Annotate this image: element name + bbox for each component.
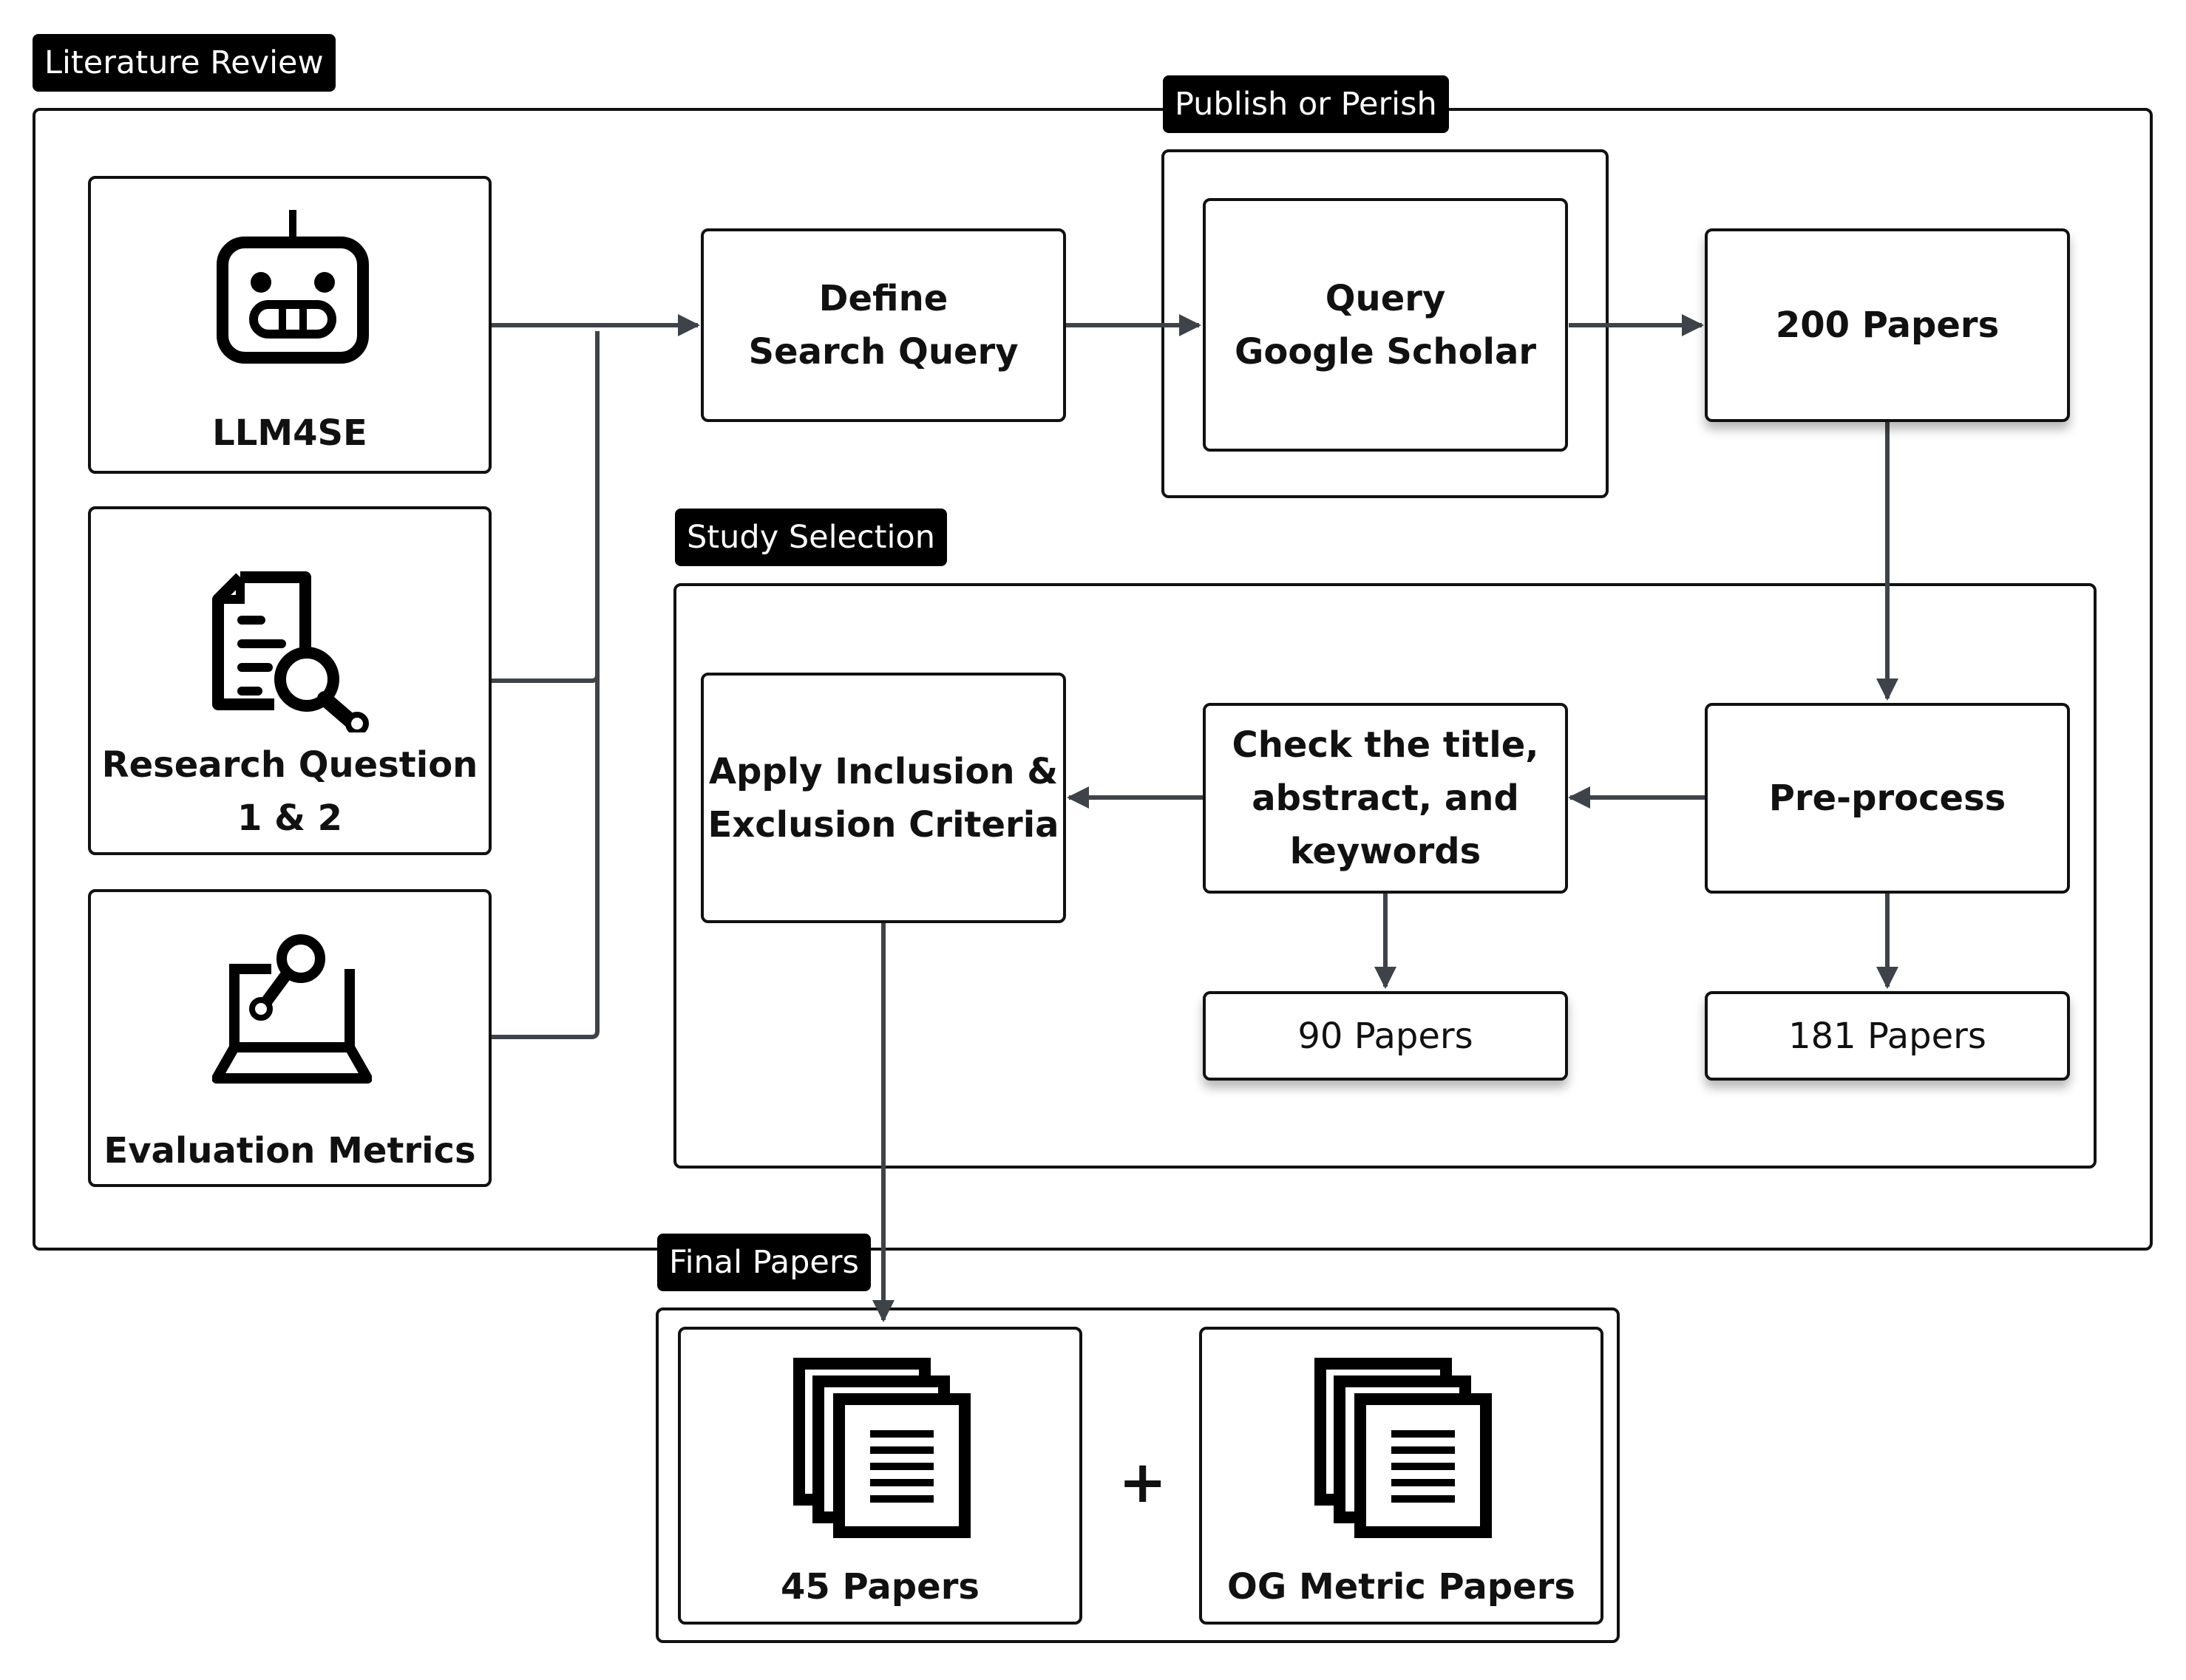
study-selection-frame — [673, 583, 2097, 1169]
query-google-scholar-box: Query Google Scholar — [1203, 198, 1568, 452]
og-metric-papers-label: OG Metric Papers — [1227, 1566, 1575, 1608]
define-search-query-line2: Search Query — [748, 331, 1019, 373]
literature-review-frame — [33, 108, 2153, 1251]
research-question-label-line2: 1 & 2 — [237, 798, 343, 839]
check-title-line2: abstract, and — [1252, 778, 1519, 819]
papers-stack-icon — [793, 1358, 971, 1538]
research-question-label-line1: Research Question — [101, 744, 478, 786]
papers-200-box: 200 Papers — [1705, 228, 2070, 422]
papers-181-box: 181 Papers — [1705, 991, 2070, 1081]
check-title-line1: Check the title, — [1232, 724, 1539, 766]
og-metric-papers-box: OG Metric Papers — [1199, 1327, 1603, 1625]
define-search-query-box: Define Search Query — [701, 228, 1066, 422]
final-papers-frame — [656, 1307, 1620, 1643]
papers-90-box: 90 Papers — [1203, 991, 1568, 1081]
define-search-query-line1: Define — [818, 278, 948, 319]
final-papers-tag: Final Papers — [657, 1234, 871, 1291]
apply-criteria-line1: Apply Inclusion & — [708, 750, 1059, 792]
llm4se-box: LLM4SE — [88, 176, 492, 474]
query-google-scholar-line2: Google Scholar — [1234, 330, 1537, 373]
check-title-line3: keywords — [1289, 831, 1481, 872]
apply-criteria-box: Apply Inclusion & Exclusion Criteria — [701, 673, 1066, 923]
document-search-icon — [212, 571, 369, 732]
query-google-scholar-line1: Query — [1325, 277, 1446, 319]
publish-or-perish-tag: Publish or Perish — [1163, 75, 1449, 133]
connector-research-question — [491, 331, 600, 683]
papers-45-label: 45 Papers — [781, 1566, 980, 1608]
literature-review-tag: Literature Review — [33, 34, 336, 92]
llm4se-label: LLM4SE — [212, 412, 367, 454]
apply-criteria-line2: Exclusion Criteria — [707, 803, 1059, 846]
study-selection-tag: Study Selection — [675, 509, 947, 566]
robot-icon — [217, 210, 369, 364]
papers-45-box: 45 Papers — [678, 1327, 1082, 1625]
evaluation-metrics-box: Evaluation Metrics — [88, 889, 492, 1187]
research-question-box: Research Question 1 & 2 — [88, 506, 492, 855]
pre-process-box: Pre-process — [1705, 703, 2070, 894]
connector-evaluation-metrics — [491, 331, 600, 1039]
papers-stack-icon — [1314, 1358, 1492, 1538]
evaluation-metrics-label: Evaluation Metrics — [103, 1130, 476, 1171]
plus-sign: + — [1119, 1449, 1167, 1516]
laptop-search-icon — [212, 934, 372, 1084]
check-title-box: Check the title, abstract, and keywords — [1203, 703, 1568, 894]
